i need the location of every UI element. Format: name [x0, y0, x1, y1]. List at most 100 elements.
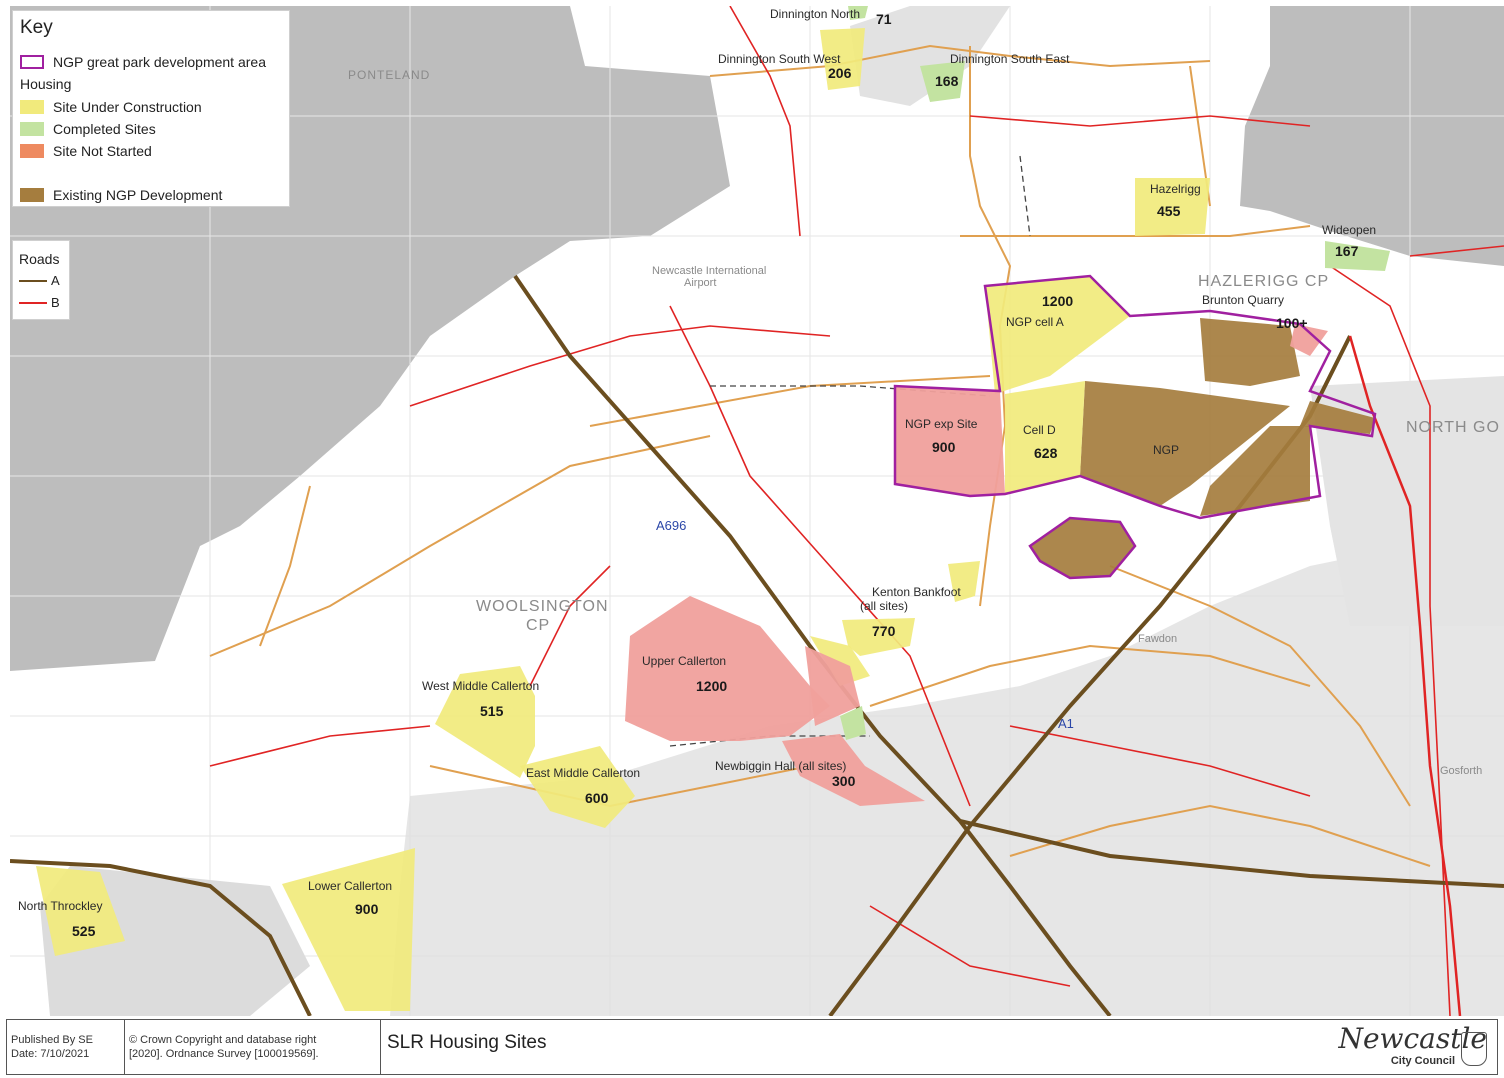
site-north-throckley [36, 866, 125, 956]
ngp-existing-area-1 [1080, 381, 1290, 506]
map-canvas[interactable]: Dinnington North 71 Dinnington South Wes… [10, 6, 1504, 1016]
label-lower-callerton: Lower Callerton [308, 879, 392, 893]
b-road-swatch [19, 301, 47, 304]
place-north-gosforth: NORTH GO [1406, 419, 1500, 436]
outside-area-east [1240, 6, 1504, 266]
boundary-swatch [20, 55, 44, 69]
copyright-line-2: [2020]. Ordnance Survey [100019569]. [129, 1048, 319, 1060]
count-kenton-bankfoot: 770 [872, 623, 896, 639]
site-dinnington-north [848, 6, 868, 20]
site-ngp-exp [895, 386, 1005, 496]
key-item-existing-ngp: Existing NGP Development [20, 187, 222, 203]
a696-road [513, 274, 962, 823]
label-cell-d: Cell D [1023, 423, 1056, 437]
label-kenton-bankfoot: Kenton Bankfoot [872, 585, 961, 599]
site-upper-callerton-2 [805, 646, 860, 726]
roads-key-a: A [19, 273, 60, 288]
site-hazelrigg [1135, 178, 1210, 236]
label-hazelrigg: Hazelrigg [1150, 182, 1201, 196]
place-woolsington-cp: CP [526, 617, 550, 634]
place-hazlerigg-cp: HAZLERIGG CP [1198, 273, 1329, 290]
a-road-swatch [19, 279, 47, 282]
count-newbiggin-hall: 300 [832, 773, 856, 789]
key-item-completed: Completed Sites [20, 121, 156, 137]
key-item-label: Site Not Started [53, 143, 152, 159]
count-north-throckley: 525 [72, 923, 96, 939]
site-kenton-bankfoot-3 [810, 636, 870, 686]
key-item-ngp-boundary: NGP great park development area [20, 54, 266, 70]
road-label-a696: A696 [656, 518, 686, 533]
count-wideopen: 167 [1335, 243, 1359, 259]
count-dinnington-se: 168 [935, 73, 959, 89]
site-ngp-cell-a [985, 276, 1130, 394]
key-group-housing: Housing [20, 76, 72, 92]
count-cell-d: 628 [1034, 445, 1058, 461]
place-airport-2: Airport [684, 277, 716, 289]
site-kenton-bankfoot [842, 618, 915, 656]
count-ngp-cell-a: 1200 [1042, 293, 1073, 309]
place-woolsington: WOOLSINGTON [476, 598, 609, 615]
label-wideopen: Wideopen [1322, 223, 1376, 237]
published-date: Date: 7/10/2021 [11, 1048, 90, 1060]
map-title: SLR Housing Sites [387, 1032, 547, 1053]
label-west-middle-callerton: West Middle Callerton [422, 679, 539, 693]
label-upper-callerton: Upper Callerton [642, 654, 726, 668]
site-dinnington-se [920, 61, 965, 102]
label-ngp-cell-a: NGP cell A [1006, 315, 1064, 329]
label-newbiggin-hall: Newbiggin Hall (all sites) [715, 759, 846, 773]
roads-key-label: A [51, 273, 60, 288]
map-key: Key NGP great park development area Hous… [12, 10, 290, 207]
not-started-swatch [20, 144, 44, 158]
ngp-existing-area-3 [1200, 426, 1310, 516]
site-newbiggin-hall [782, 734, 925, 806]
label-east-middle-callerton: East Middle Callerton [526, 766, 640, 780]
site-brunton-quarry [1290, 324, 1328, 356]
key-item-label: Site Under Construction [53, 99, 202, 115]
label-dinnington-sw: Dinnington South West [718, 52, 841, 66]
roads-key-label: B [51, 295, 60, 310]
label-ngp-exp: NGP exp Site [905, 417, 978, 431]
site-west-middle-callerton [435, 666, 535, 778]
place-airport: Newcastle International [652, 265, 766, 277]
ngp-existing-area-5 [1030, 518, 1135, 578]
place-gosforth: Gosforth [1440, 765, 1482, 777]
site-cell-d [1005, 381, 1085, 494]
key-item-label: Completed Sites [53, 121, 156, 137]
ngp-existing-area-4 [1300, 401, 1375, 434]
completed-swatch [20, 122, 44, 136]
ngp-boundary [893, 274, 1377, 520]
label-dinnington-se: Dinnington South East [950, 52, 1070, 66]
logo-name: Newcastle [1338, 1022, 1487, 1055]
count-dinnington-sw: 206 [828, 65, 852, 81]
council-logo: Newcastle City Council [1307, 1024, 1487, 1072]
site-wideopen [1325, 241, 1390, 271]
under-construction-swatch [20, 100, 44, 114]
label-dinnington-north: Dinnington North [770, 7, 860, 21]
road-label-a1: A1 [1058, 716, 1074, 731]
count-lower-callerton: 900 [355, 901, 379, 917]
ngp-boundary-south [1028, 516, 1137, 580]
published-by: Published By SE [11, 1034, 93, 1046]
logo-subtitle: City Council [1390, 1055, 1455, 1067]
footer-published: Published By SE Date: 7/10/2021 [7, 1020, 125, 1074]
footer-copyright: © Crown Copyright and database right [20… [125, 1020, 381, 1074]
key-item-label: NGP great park development area [53, 54, 266, 70]
site-lower-callerton [282, 848, 415, 1011]
key-item-label: Existing NGP Development [53, 187, 223, 203]
site-dinnington-sw [820, 28, 865, 90]
ngp-existing-area-2 [1200, 318, 1300, 386]
site-kenton-bankfoot-2 [948, 561, 980, 602]
label-ngp: NGP [1153, 443, 1179, 457]
urban-area-south [390, 526, 1504, 1016]
urban-area-north [850, 6, 1010, 106]
count-dinnington-north: 71 [876, 11, 892, 27]
key-item-under-construction: Site Under Construction [20, 99, 202, 115]
place-fawdon: Fawdon [1138, 633, 1177, 645]
roads-key-title: Roads [19, 251, 60, 267]
key-title: Key [20, 17, 53, 38]
count-hazelrigg: 455 [1157, 203, 1181, 219]
place-ponteland: PONTELAND [348, 68, 430, 82]
site-upper-callerton [625, 596, 830, 741]
roads-key-b: B [19, 295, 60, 310]
site-completed-small [840, 706, 866, 740]
